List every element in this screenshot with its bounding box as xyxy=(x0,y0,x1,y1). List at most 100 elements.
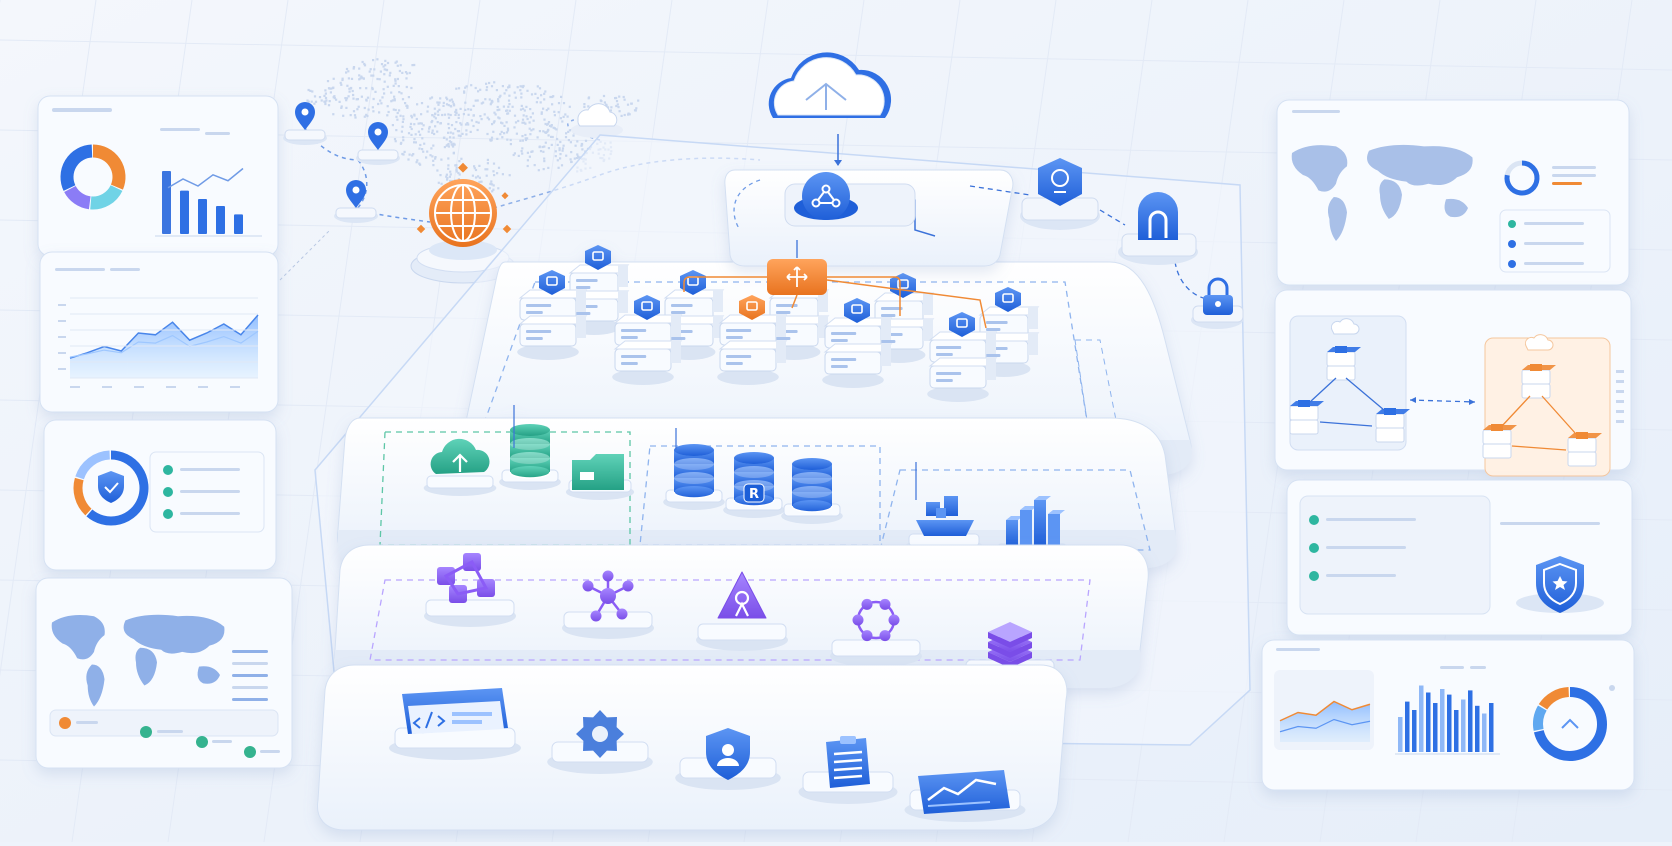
map-dot xyxy=(415,161,418,164)
map-dot xyxy=(352,110,356,113)
map-dot xyxy=(391,124,394,127)
map-dot xyxy=(484,98,487,101)
map-dot xyxy=(531,112,534,115)
map-dot xyxy=(428,127,431,130)
map-dot xyxy=(449,131,452,134)
map-dot xyxy=(497,187,500,190)
map-dot xyxy=(390,91,393,94)
server-node-icon xyxy=(822,298,893,388)
map-dot xyxy=(338,100,341,103)
map-dot xyxy=(548,124,552,127)
map-dot xyxy=(546,129,550,132)
check-icon xyxy=(163,509,173,519)
map-dot xyxy=(556,159,559,162)
status-badges xyxy=(59,717,280,758)
map-dot xyxy=(397,85,400,88)
map-dot xyxy=(478,180,481,184)
map-dot xyxy=(524,138,528,142)
map-dot xyxy=(410,86,413,90)
compute-node-cluster xyxy=(717,270,830,385)
map-dot xyxy=(431,114,434,117)
map-dot xyxy=(485,86,489,89)
map-dot xyxy=(402,115,405,118)
map-dot xyxy=(474,99,477,102)
bar xyxy=(1405,701,1410,752)
map-dot xyxy=(485,82,488,85)
map-dot xyxy=(512,153,515,157)
checklist xyxy=(1499,209,1611,273)
bar xyxy=(1426,692,1431,752)
tick xyxy=(1616,370,1624,373)
map-dot xyxy=(311,90,314,93)
map-dot xyxy=(478,164,481,167)
map-dot xyxy=(426,105,430,108)
map-dot xyxy=(439,174,442,177)
map-dot xyxy=(464,108,467,111)
application-tools-layer xyxy=(316,664,1068,831)
map-dot xyxy=(420,122,423,125)
map-dot xyxy=(505,131,509,134)
map-dot xyxy=(525,105,528,108)
map-dot xyxy=(491,183,494,186)
map-dot xyxy=(498,117,501,120)
area-chart xyxy=(58,297,259,388)
check-label xyxy=(180,468,240,471)
map-dot xyxy=(513,114,517,117)
map-dot xyxy=(332,77,335,80)
map-dot xyxy=(318,96,322,99)
map-dot xyxy=(493,81,496,84)
map-dot xyxy=(534,92,537,95)
map-dot xyxy=(505,89,508,92)
molecule-icon xyxy=(562,570,654,639)
map-dot xyxy=(603,101,606,104)
map-dot xyxy=(382,88,385,91)
map-dot xyxy=(522,107,525,110)
map-dot xyxy=(447,131,450,134)
map-dot xyxy=(474,168,478,172)
map-dot xyxy=(547,121,551,124)
map-dot xyxy=(457,178,460,181)
map-dot xyxy=(413,63,416,67)
map-dot xyxy=(407,132,411,135)
tick xyxy=(230,386,240,388)
map-dot xyxy=(492,121,495,124)
map-dot xyxy=(526,89,529,92)
map-dot xyxy=(406,72,409,75)
map-dot xyxy=(540,94,543,97)
map-dot xyxy=(580,144,583,147)
map-dot xyxy=(350,77,354,80)
bullet xyxy=(1508,260,1516,268)
map-dot xyxy=(452,145,455,148)
map-dot xyxy=(370,74,373,77)
map-dot xyxy=(568,105,571,108)
map-dot xyxy=(496,105,499,109)
map-dot xyxy=(554,150,557,153)
map-dot xyxy=(503,92,506,95)
map-dot xyxy=(561,147,565,150)
map-dot xyxy=(515,132,518,135)
map-dot xyxy=(580,142,583,146)
map-dot xyxy=(413,138,416,141)
map-dot xyxy=(443,113,447,116)
map-dot xyxy=(372,59,375,62)
map-dot xyxy=(497,166,501,169)
map-dot xyxy=(562,115,565,118)
ring-progress xyxy=(1504,160,1540,196)
check-label xyxy=(1326,574,1396,577)
map-dot xyxy=(382,65,385,68)
map-dot xyxy=(369,68,372,71)
shield-icon xyxy=(98,471,124,503)
map-dot xyxy=(488,187,491,190)
map-dot xyxy=(373,68,376,71)
map-dot xyxy=(517,154,520,157)
server-node-icon xyxy=(1326,346,1361,381)
map-dot xyxy=(526,137,529,140)
redis-label: R xyxy=(749,487,759,502)
server-node-icon xyxy=(1567,432,1602,467)
cloud-storage-icon xyxy=(423,438,497,496)
map-dot xyxy=(365,113,368,116)
map-dot xyxy=(393,98,396,101)
map-dot xyxy=(482,101,485,104)
map-dot xyxy=(536,136,539,139)
shield-icon xyxy=(1516,556,1604,613)
